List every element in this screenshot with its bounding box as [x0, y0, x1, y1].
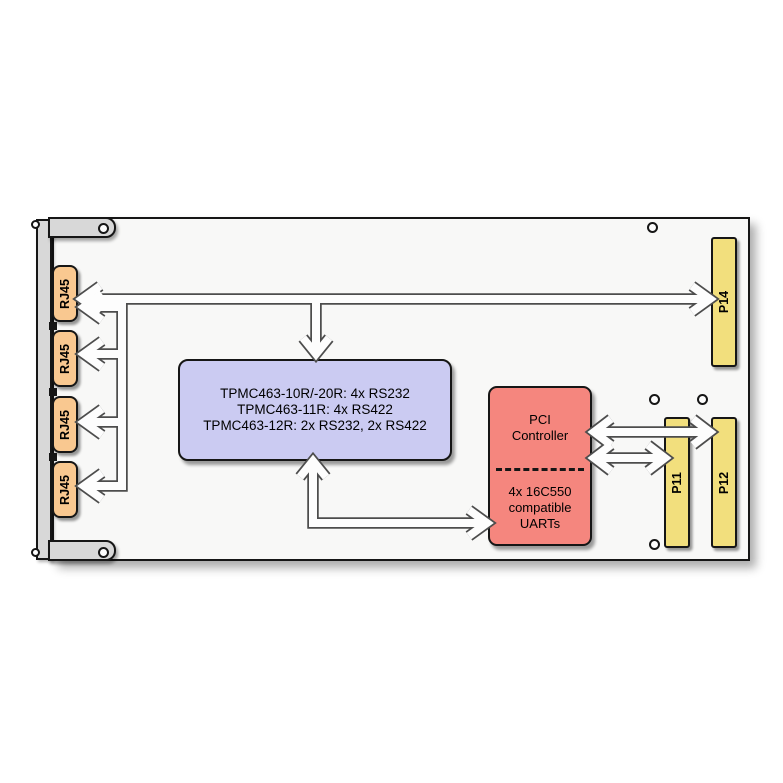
connector-tab	[49, 388, 57, 396]
p11-label: P11	[670, 471, 684, 494]
uart-line-2: compatible	[508, 499, 572, 515]
panel-notch-top	[31, 220, 40, 229]
rj45-label-2: RJ45	[58, 343, 73, 374]
pci-uart-block: PCI Controller 4x 16C550 compatible UART…	[488, 386, 592, 546]
p14-connector: P14	[711, 237, 737, 367]
rj45-label-1: RJ45	[58, 278, 73, 309]
rj45-connector-3: RJ45	[52, 396, 78, 453]
mounting-hole	[646, 221, 658, 233]
rj45-label-4: RJ45	[58, 474, 73, 505]
front-panel-ear-bottom	[48, 540, 116, 561]
connector-tab	[49, 453, 57, 461]
p11-connector: P11	[664, 417, 690, 548]
rj45-connector-1: RJ45	[52, 265, 78, 322]
ear-hole-bottom	[98, 547, 109, 558]
uart-section: 4x 16C550 compatible UARTs	[490, 471, 590, 544]
rj45-connector-4: RJ45	[52, 461, 78, 518]
p12-connector: P12	[711, 417, 737, 548]
uart-line-1: 4x 16C550	[508, 483, 572, 499]
pci-controller-section: PCI Controller	[490, 388, 590, 468]
ear-hole-top	[98, 223, 109, 234]
transceiver-line-1: TPMC463-10R/-20R: 4x RS232	[220, 386, 410, 401]
transceiver-line-2: TPMC463-11R: 4x RS422	[237, 402, 393, 417]
p12-label: P12	[717, 471, 731, 494]
serial-transceiver-block: TPMC463-10R/-20R: 4x RS232 TPMC463-11R: …	[178, 359, 452, 461]
rj45-label-3: RJ45	[58, 409, 73, 440]
pci-line-2: Controller	[511, 428, 569, 443]
transceiver-line-3: TPMC463-12R: 2x RS232, 2x RS422	[203, 418, 427, 433]
rj45-connector-2: RJ45	[52, 330, 78, 387]
mounting-hole	[648, 393, 660, 405]
panel-notch-bottom	[31, 548, 40, 557]
front-panel-ear-top	[48, 217, 116, 238]
mounting-hole	[648, 538, 660, 550]
connector-tab	[49, 322, 57, 330]
mounting-hole	[696, 393, 708, 405]
p14-label: P14	[717, 290, 731, 314]
uart-line-3: UARTs	[519, 515, 561, 531]
pci-line-1: PCI	[529, 412, 551, 427]
dashed-divider	[496, 468, 584, 471]
